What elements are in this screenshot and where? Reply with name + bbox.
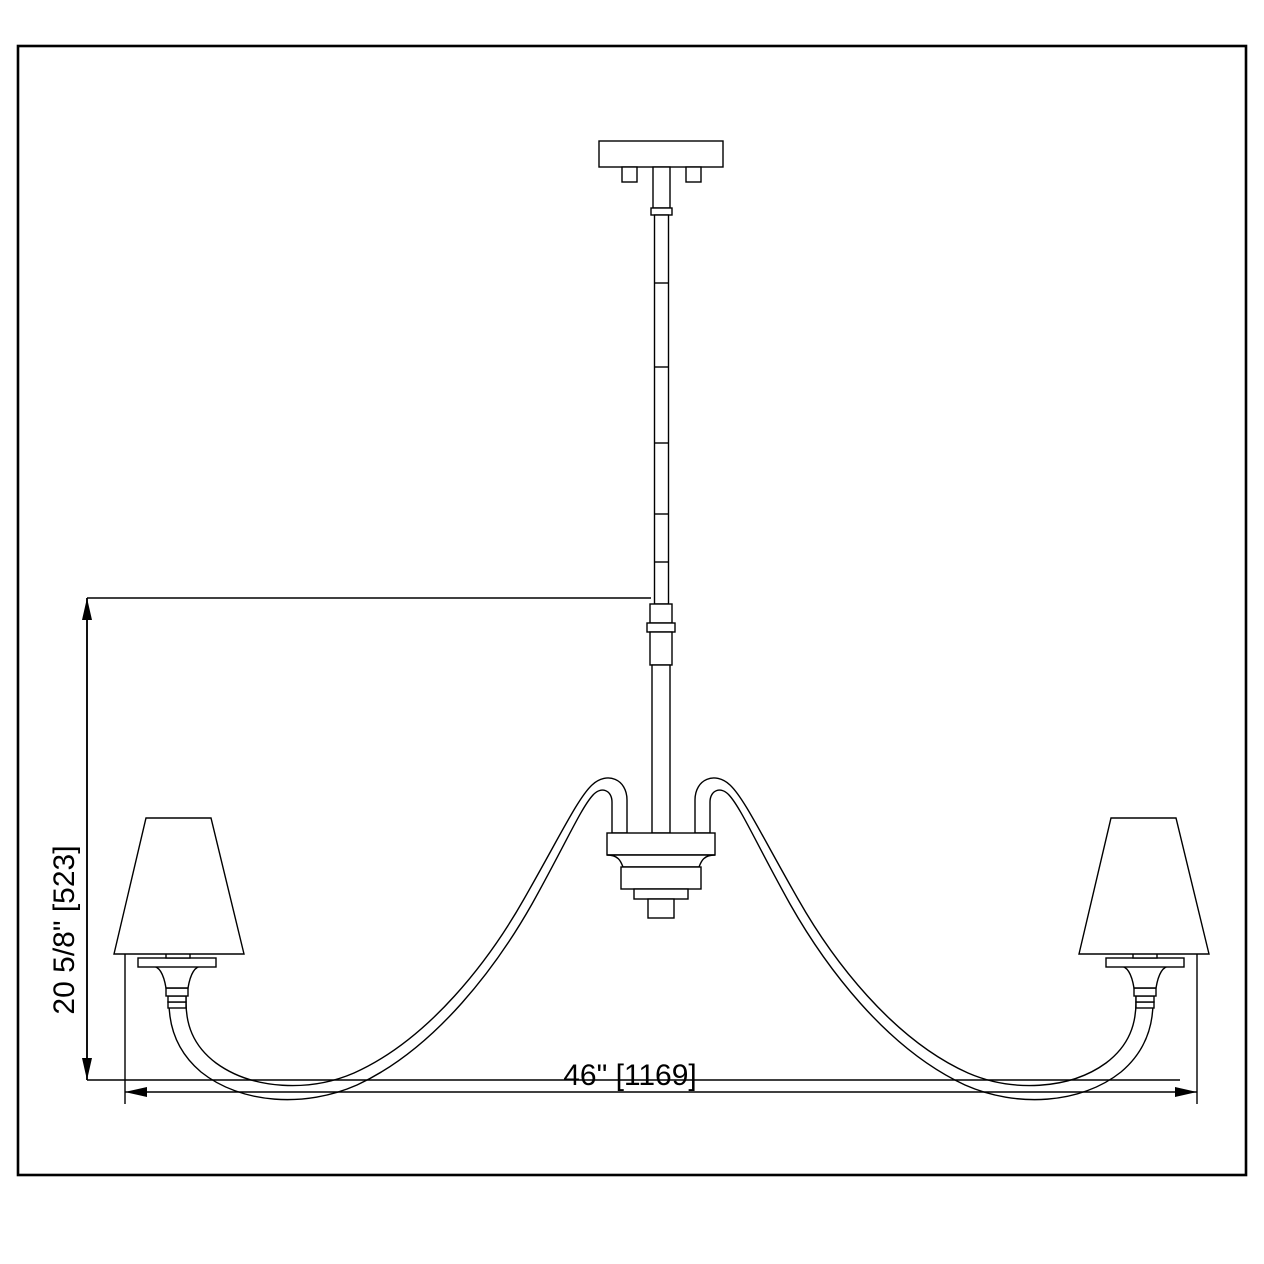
- ceiling-canopy: [598, 140, 724, 168]
- height-dimension-label: 20 5/8" [523]: [48, 845, 81, 1015]
- sheet-border: [16, 44, 1248, 1177]
- dimension-height: [82, 597, 1180, 1081]
- downrod: [646, 166, 676, 834]
- canopy-screw-left: [621, 166, 638, 183]
- shade-right: [1078, 817, 1210, 955]
- socket-right: [1078, 817, 1210, 1009]
- socket-left: [113, 817, 245, 1009]
- canopy-screw-right: [685, 166, 702, 183]
- shade-left: [113, 817, 245, 955]
- center-body: [606, 832, 716, 919]
- width-dimension-label: 46" [1169]: [563, 1059, 697, 1092]
